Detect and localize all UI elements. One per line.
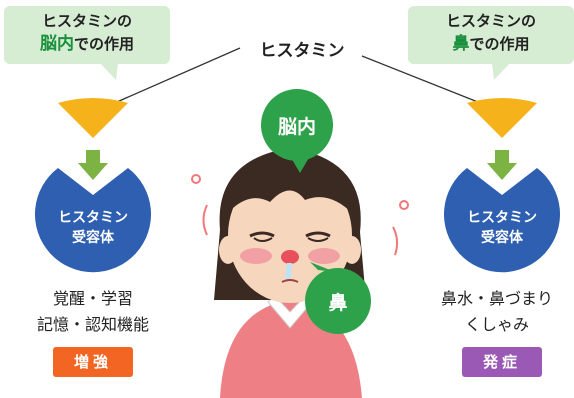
left-receptor-line1: ヒスタミン [58,210,128,226]
right-bubble-highlight: 鼻 [452,34,470,54]
woman-illustration [191,148,409,398]
right-receptor-label: ヒスタミン 受容体 [447,208,557,248]
right-bubble: ヒスタミンの 鼻での作用 [408,10,574,56]
center-histamine-label: ヒスタミン [259,41,345,61]
left-receptor-label: ヒスタミン 受容体 [38,208,148,248]
nose-label: 鼻 [328,292,348,314]
right-effects: 鼻水・鼻づまり くしゃみ [420,286,574,338]
right-badge: 発症 [462,347,542,377]
connector-line-right [361,55,494,109]
arrow-down-left [78,150,108,180]
left-effects: 覚醒・学習 記憶・認知機能 [0,286,186,338]
left-bubble-shape [4,6,170,80]
brain-label-circle [261,89,333,173]
right-effect-line1: 鼻水・鼻づまり [440,289,553,308]
connector-line-left [109,47,241,106]
left-effect-line2: 記憶・認知機能 [36,315,149,334]
left-bubble-line2: 脳内での作用 [4,33,170,56]
left-bubble-highlight: 脳内 [39,34,74,54]
left-bubble-line1: ヒスタミンの [41,12,132,30]
receptor-left [35,168,151,273]
right-receptor-line2: 受容体 [481,230,523,246]
left-receptor-line2: 受容体 [72,230,114,246]
right-effect-line2: くしゃみ [464,315,529,334]
histamine-fan-right [467,103,537,138]
left-effect-line1: 覚醒・学習 [52,289,133,308]
arrow-down-right [487,150,517,180]
receptor-right [443,168,560,273]
left-bubble-line2-rest: での作用 [73,35,134,53]
right-receptor-line1: ヒスタミン [467,210,537,226]
right-bubble-line2: 鼻での作用 [408,33,574,56]
left-bubble: ヒスタミンの 脳内での作用 [4,10,170,56]
brain-label: 脳内 [277,116,316,138]
left-badge: 増強 [53,347,133,377]
right-bubble-shape [408,6,574,80]
nose-label-circle [305,262,371,334]
right-bubble-line1: ヒスタミンの [445,12,536,30]
right-bubble-line2-rest: での作用 [469,35,530,53]
histamine-fan-left [58,103,128,138]
